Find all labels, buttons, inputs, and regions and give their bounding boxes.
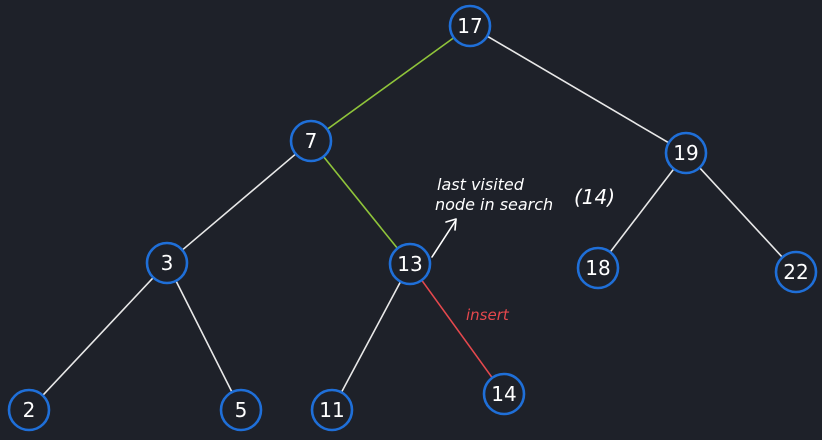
tree-node-2: 2 (7, 388, 51, 432)
edge-7-3 (181, 153, 297, 251)
node-label: 22 (783, 260, 808, 284)
edge-13-14 (420, 279, 494, 379)
tree-node-7: 7 (289, 119, 333, 163)
node-label: 2 (23, 398, 36, 422)
node-label: 13 (397, 252, 422, 276)
edge-17-19 (486, 35, 670, 144)
annotation-arrow-line (431, 219, 457, 258)
tree-node-5: 5 (219, 388, 263, 432)
node-label: 17 (457, 14, 482, 38)
edge-19-22 (698, 166, 784, 259)
tree-node-3: 3 (145, 241, 189, 285)
annotation-last-visited-line2: node in search (435, 195, 553, 214)
node-circle (448, 4, 492, 48)
tree-node-13: 13 (388, 242, 432, 286)
edge-7-13 (322, 155, 399, 250)
node-circle (576, 246, 620, 290)
tree-node-17: 17 (448, 4, 492, 48)
tree-node-22: 22 (774, 250, 818, 294)
tree-node-19: 19 (664, 131, 708, 175)
edge-3-5 (175, 280, 233, 393)
edge-13-11 (340, 280, 402, 394)
node-circle (7, 388, 51, 432)
node-label: 5 (235, 398, 248, 422)
node-label: 19 (673, 141, 698, 165)
node-circle (289, 119, 333, 163)
node-circle (310, 388, 354, 432)
annotation-last-visited-line1: last visited (437, 175, 525, 194)
edge-17-7 (326, 36, 455, 131)
node-circle (774, 250, 818, 294)
node-label: 18 (585, 256, 610, 280)
tree-node-18: 18 (576, 246, 620, 290)
tree-node-11: 11 (310, 388, 354, 432)
annotation-insert: insert (466, 306, 510, 324)
edge-3-2 (41, 276, 155, 397)
node-circle (482, 372, 526, 416)
node-label: 11 (319, 398, 344, 422)
edges-group (41, 35, 784, 397)
tree-node-14: 14 (482, 372, 526, 416)
edge-19-18 (609, 168, 675, 253)
node-circle (664, 131, 708, 175)
node-label: 7 (305, 129, 318, 153)
node-circle (388, 242, 432, 286)
annotation-last-visited-paren: (14) (574, 185, 615, 209)
annotation-arrow-head (445, 218, 457, 231)
node-label: 3 (161, 251, 174, 275)
node-label: 14 (491, 382, 516, 406)
last-visited-annotation: last visited node in search (14) (431, 175, 615, 258)
node-circle (219, 388, 263, 432)
node-circle (145, 241, 189, 285)
